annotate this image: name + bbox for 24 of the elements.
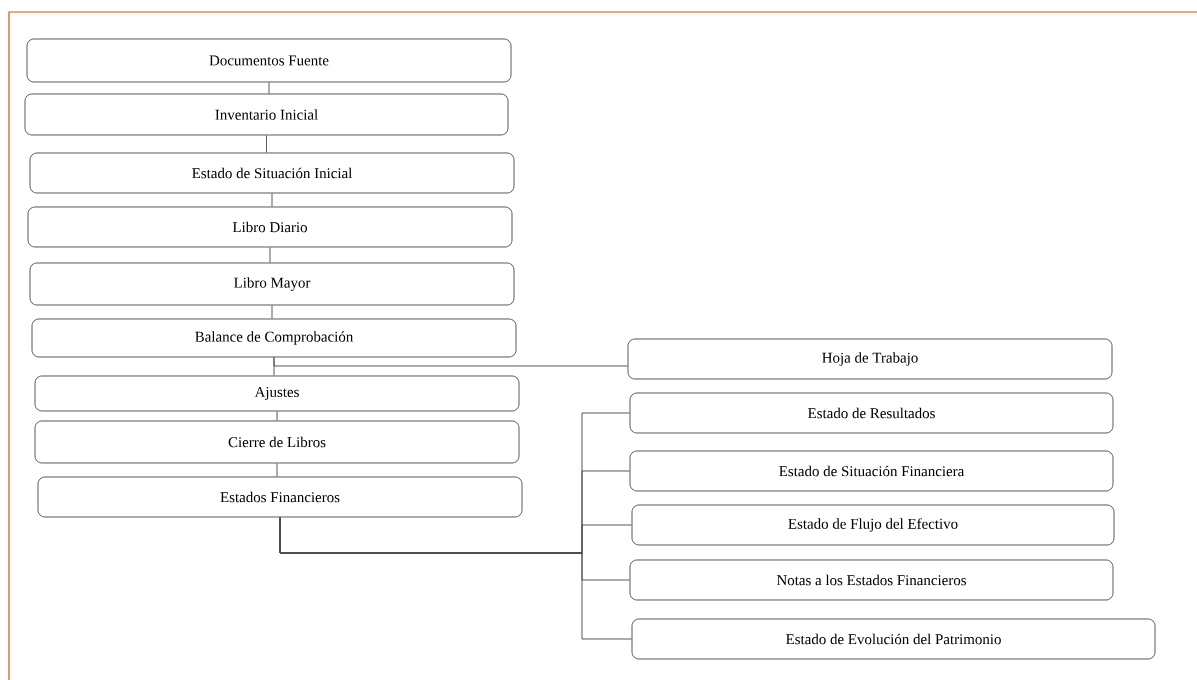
- connector-line: [276, 463, 278, 477]
- process-box: Estado de Evolución del Patrimonio: [631, 618, 1156, 660]
- process-box: Inventario Inicial: [24, 93, 509, 136]
- process-box: Notas a los Estados Financieros: [629, 559, 1114, 601]
- connector-line: [266, 135, 267, 153]
- process-box: Hoja de Trabajo: [627, 338, 1113, 380]
- connector-line: [273, 357, 628, 367]
- process-box: Documentos Fuente: [26, 38, 512, 83]
- process-box: Estado de Resultados: [629, 392, 1114, 434]
- process-box: Libro Diario: [27, 206, 513, 248]
- process-box: Ajustes: [34, 375, 520, 412]
- connector-line: [276, 411, 278, 421]
- connector-line: [271, 305, 273, 319]
- connector-line: [271, 193, 273, 207]
- process-box: Estado de Situación Financiera: [629, 450, 1114, 492]
- process-box: Estado de Flujo del Efectivo: [631, 504, 1115, 546]
- connector-line: [279, 517, 632, 640]
- process-box: Estados Financieros: [37, 476, 523, 518]
- process-box: Cierre de Libros: [34, 420, 520, 464]
- process-box: Balance de Comprobación: [31, 318, 517, 358]
- process-box: Estado de Situación Inicial: [29, 152, 515, 194]
- connector-line: [268, 82, 270, 94]
- process-box: Libro Mayor: [29, 262, 515, 306]
- connector-line: [269, 247, 271, 263]
